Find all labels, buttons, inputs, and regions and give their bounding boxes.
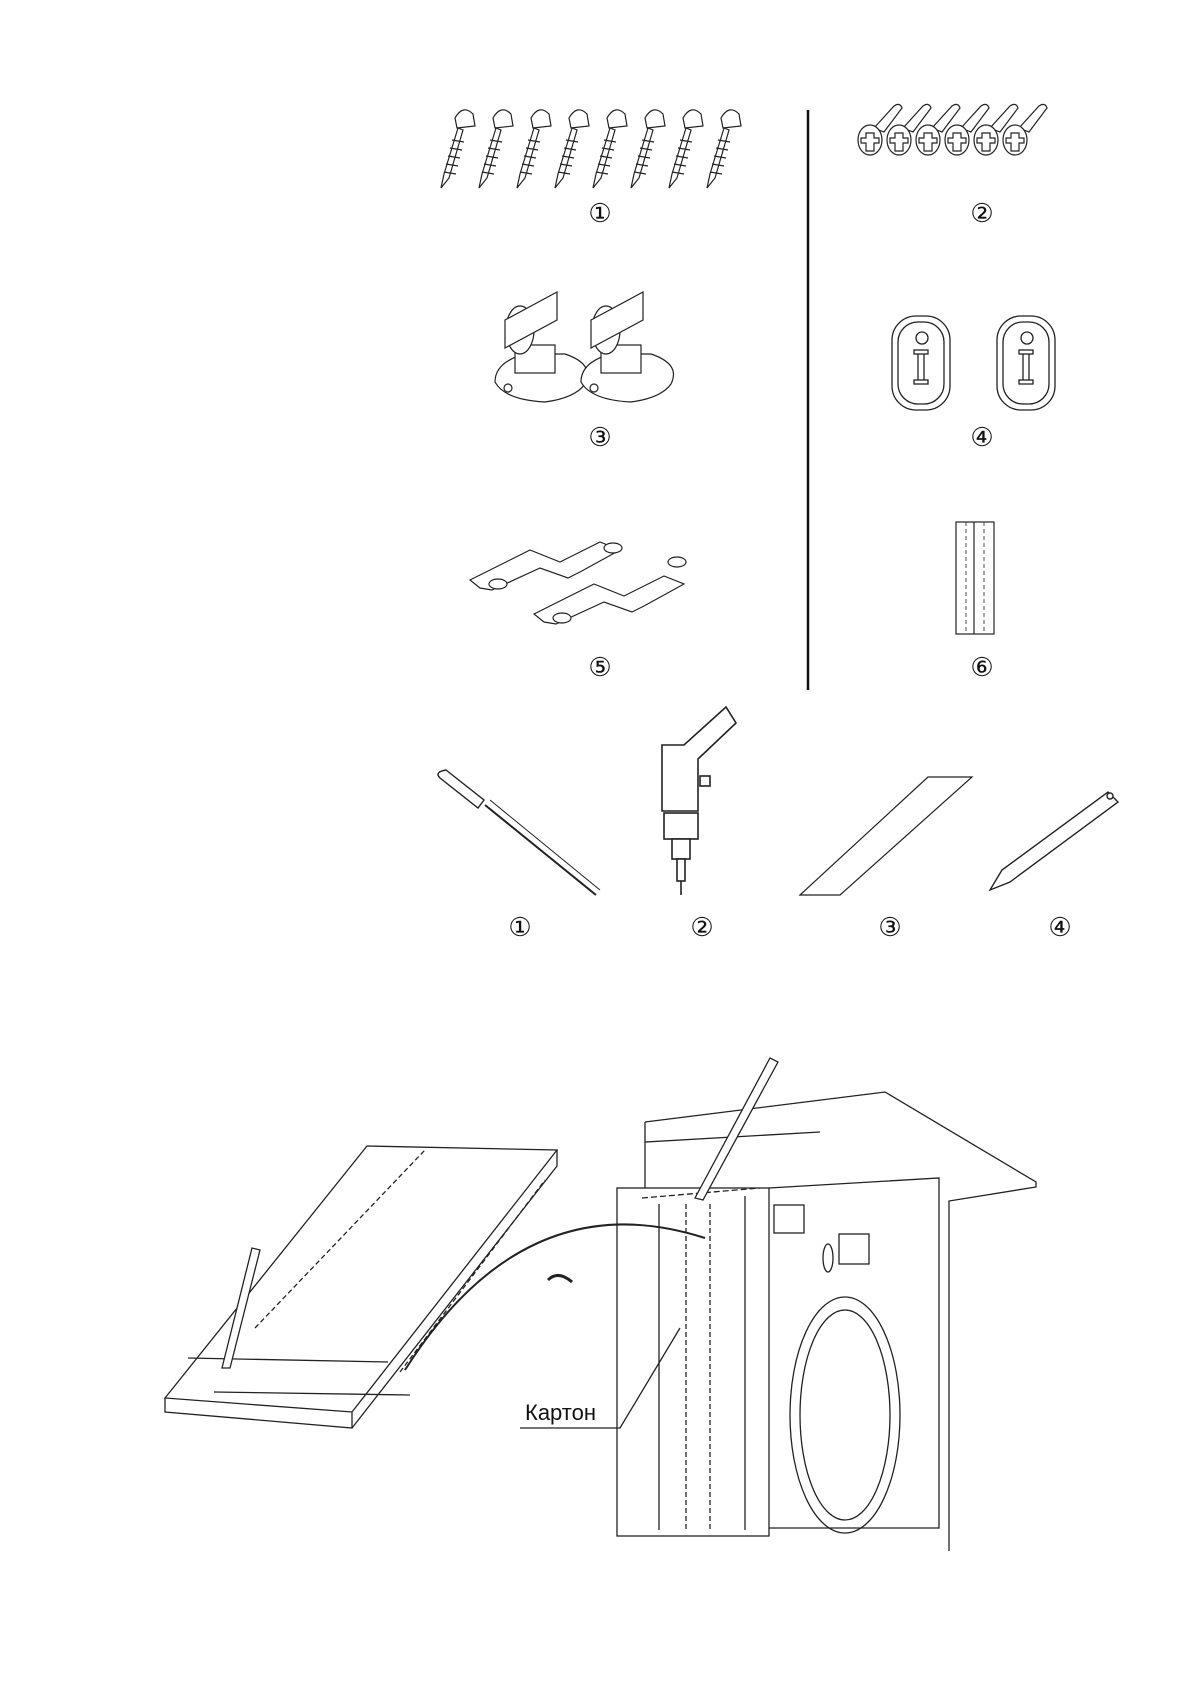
tool-number-1: ① [508, 912, 532, 942]
installation-illustration [163, 1057, 1037, 1551]
pencil-icon [988, 791, 1120, 892]
part-number-1: ① [588, 198, 612, 228]
ruler-icon [798, 776, 974, 896]
part-number-2: ② [970, 198, 994, 228]
cardboard-template-icon [955, 521, 995, 635]
part-number-5: ⑤ [588, 652, 612, 682]
tool-number-2: ② [690, 912, 714, 942]
part-number-3: ③ [588, 422, 612, 452]
cardboard-label: Картон [525, 1400, 597, 1425]
mounting-plates-icon [468, 541, 687, 625]
catch-plates-icon [891, 315, 1056, 411]
tool-number-3: ③ [878, 912, 902, 942]
part-number-6: ⑥ [970, 652, 994, 682]
drill-icon [661, 705, 738, 895]
screwdriver-icon [437, 769, 601, 896]
hinge-brackets-icon [494, 290, 675, 403]
tool-number-4: ④ [1048, 912, 1072, 942]
self-tapping-screws-icon [440, 109, 742, 189]
machine-screws-icon [857, 103, 1048, 156]
part-number-4: ④ [970, 422, 994, 452]
